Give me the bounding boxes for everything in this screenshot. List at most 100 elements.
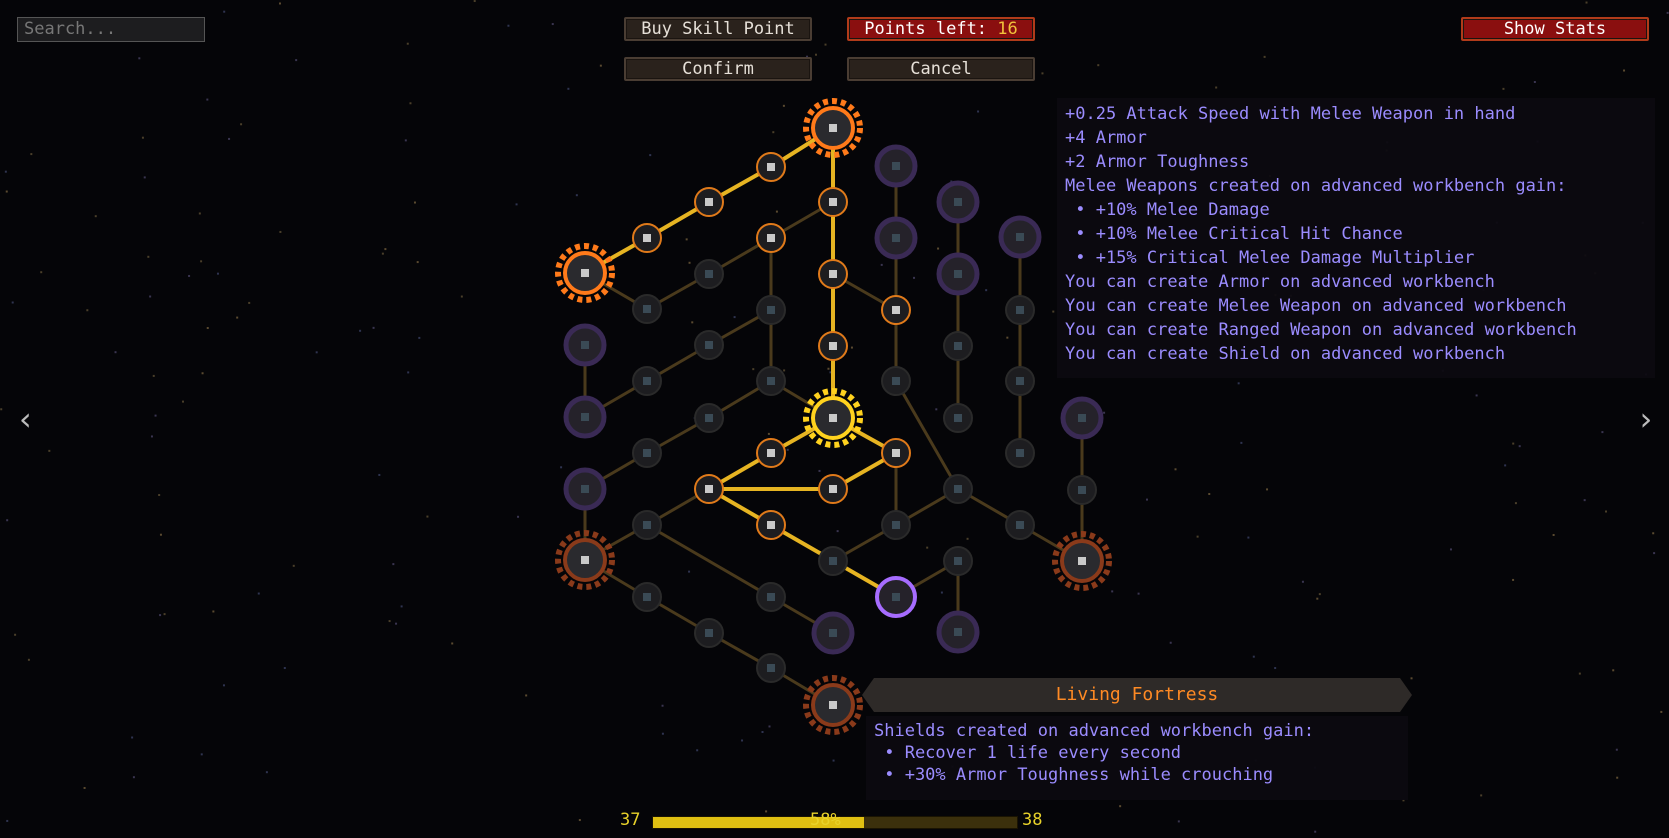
star [400,605,403,608]
skill-icon [581,413,589,421]
star [86,309,89,312]
buy-skill-point-button[interactable]: Buy Skill Point [624,17,812,41]
star [406,42,409,45]
cancel-button[interactable]: Cancel [847,57,1035,81]
skill-node-core[interactable] [803,388,863,448]
skill-node-a3[interactable] [632,223,662,253]
skill-node-glow [555,243,615,303]
skill-node-b3[interactable] [818,331,848,361]
skill-node-h2[interactable] [756,582,786,612]
star [940,591,943,594]
skill-node-m7[interactable] [1067,475,1097,505]
skill-node-e2[interactable] [694,403,724,433]
skill-node-m1[interactable] [998,215,1042,259]
skill-node-m6[interactable] [1060,396,1104,440]
star [278,2,281,5]
skill-node-m3[interactable] [1005,366,1035,396]
prev-page-arrow-icon[interactable]: ‹ [16,400,36,438]
star [765,810,768,813]
star [836,530,839,533]
skill-node-f2[interactable] [694,474,724,504]
skill-node-k4[interactable] [936,252,980,296]
skill-node-b2[interactable] [818,259,848,289]
star [154,414,157,417]
skill-icon [767,377,775,385]
stats-tooltip-line: • +15% Critical Melee Damage Multiplier [1065,248,1475,268]
skill-node-j1[interactable] [881,438,911,468]
star [236,316,239,319]
skill-node-d1[interactable] [756,295,786,325]
skill-node-j3[interactable] [943,474,973,504]
confirm-button[interactable]: Confirm [624,57,812,81]
star [1169,641,1172,644]
skill-node-a2[interactable] [694,187,724,217]
skill-icon [829,557,837,565]
skill-node-c3[interactable] [632,294,662,324]
star [688,570,691,573]
skill-node-m2[interactable] [1005,295,1035,325]
stats-tooltip-line: +2 Armor Toughness [1065,152,1250,172]
skill-node-left[interactable] [555,243,615,303]
skill-node-c1[interactable] [756,223,786,253]
skill-node-k7[interactable] [943,331,973,361]
skill-node-e1[interactable] [756,366,786,396]
star [200,753,203,756]
skill-node-bl[interactable] [555,530,615,590]
skill-node-e3[interactable] [632,438,662,468]
skill-node-f1[interactable] [756,438,786,468]
skill-node-br[interactable] [1052,531,1112,591]
skill-node-h3[interactable] [811,611,855,655]
skill-node-k2[interactable] [936,180,980,224]
skill-node-j4[interactable] [943,546,973,576]
star [1410,677,1413,680]
skill-node-m5[interactable] [1005,510,1035,540]
skill-node-k5[interactable] [881,295,911,325]
skill-node-d3[interactable] [632,366,662,396]
skill-node-h1[interactable] [756,510,786,540]
skill-node-m4[interactable] [1005,438,1035,468]
star [1177,820,1180,823]
skill-node-i1[interactable] [818,474,848,504]
skill-node-sel[interactable] [875,576,917,618]
skill-tooltip-line: • Recover 1 life every second [874,743,1182,763]
next-page-arrow-icon[interactable]: › [1636,400,1656,438]
skill-node-k3[interactable] [874,216,918,260]
star [6,819,9,822]
star [141,136,144,139]
skill-node-g1[interactable] [632,582,662,612]
star [1137,592,1140,595]
star [392,563,395,566]
show-stats-button[interactable]: Show Stats [1461,17,1649,41]
skill-node-c2[interactable] [694,259,724,289]
star [40,271,43,274]
star [240,123,243,126]
star [1274,667,1277,670]
search-input[interactable]: Search... [17,17,205,42]
skill-icon [954,557,962,565]
skill-node-k8[interactable] [943,403,973,433]
star [761,730,764,733]
star [114,351,117,354]
star [5,190,8,193]
skill-node-d2[interactable] [694,330,724,360]
skill-node-b1[interactable] [818,187,848,217]
skill-node-c4[interactable] [563,323,607,367]
skill-node-a1[interactable] [756,152,786,182]
star [741,739,744,742]
skill-node-j2[interactable] [881,510,911,540]
skill-node-i2[interactable] [818,546,848,576]
skill-node-g2[interactable] [694,618,724,648]
skill-node-top[interactable] [803,98,863,158]
skill-node-k6[interactable] [881,366,911,396]
skill-node-g3[interactable] [756,653,786,683]
skill-node-f3[interactable] [632,510,662,540]
star [147,255,150,258]
skill-node-k1[interactable] [874,144,918,188]
skill-node-bot[interactable] [803,675,863,735]
skill-node-j5[interactable] [936,610,980,654]
star [913,276,916,279]
skill-node-d4[interactable] [563,395,607,439]
points-left-label: Points left: [864,19,998,39]
skill-node-e4[interactable] [563,467,607,511]
star [381,252,384,255]
